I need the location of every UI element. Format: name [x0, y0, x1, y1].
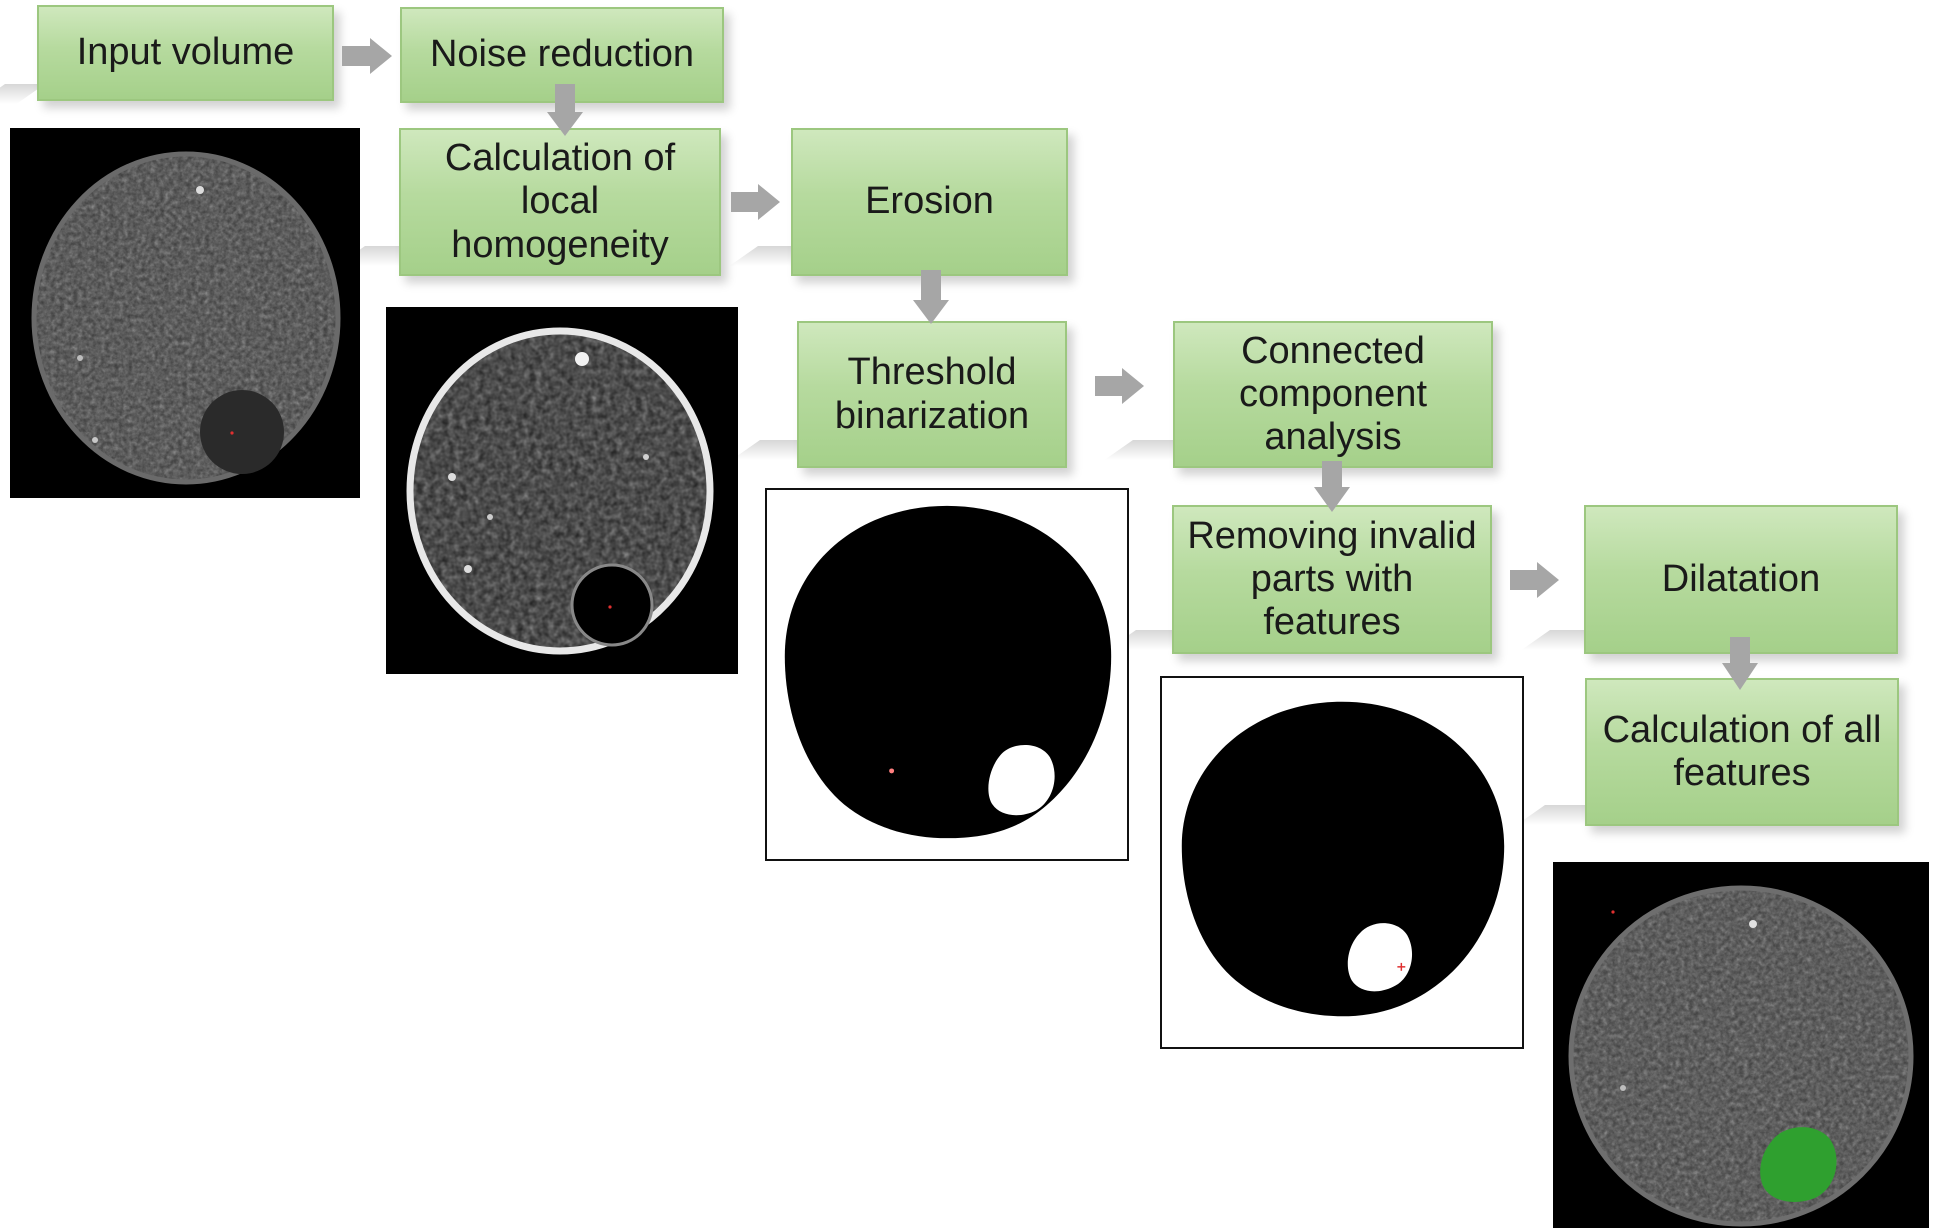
binary-mask-graphic — [784, 505, 1112, 839]
step-label: Calculation of local homogeneity — [444, 137, 676, 266]
step-label: Removing invalid parts with features — [1187, 514, 1477, 644]
step-threshold-binarization: Threshold binarization — [797, 321, 1067, 468]
homogeneity-map-graphic — [406, 327, 714, 655]
arrow-right-icon — [342, 38, 392, 74]
arrow-right-icon — [1095, 368, 1144, 404]
ct-slice-graphic — [31, 151, 341, 485]
img-local-homogeneity — [386, 307, 738, 674]
step-removing-invalid-parts: Removing invalid parts with features — [1172, 505, 1492, 654]
step-label: Threshold binarization — [834, 351, 1030, 437]
step-local-homogeneity: Calculation of local homogeneity — [399, 128, 721, 276]
step-label: Noise reduction — [429, 33, 695, 76]
final-segmentation-graphic — [1568, 885, 1914, 1227]
step-label: Input volume — [76, 31, 295, 74]
step-noise-reduction: Noise reduction — [400, 7, 724, 103]
step-input-volume: Input volume — [37, 5, 334, 101]
img-input-volume — [10, 128, 360, 498]
arrow-down-icon — [913, 270, 949, 324]
img-final-segmentation — [1553, 862, 1929, 1228]
arrow-right-icon — [1510, 562, 1559, 598]
step-label: Calculation of all features — [1602, 708, 1882, 794]
binary-mask-graphic — [1181, 701, 1505, 1017]
step-calculation-of-all-features: Calculation of all features — [1585, 678, 1899, 826]
arrow-right-icon — [731, 184, 780, 220]
img-threshold-binary — [765, 488, 1129, 861]
img-valid-parts-binary — [1160, 676, 1524, 1049]
step-connected-component-analysis: Connected component analysis — [1173, 321, 1493, 468]
step-label: Connected component analysis — [1238, 329, 1427, 459]
step-dilatation: Dilatation — [1584, 505, 1898, 654]
step-erosion: Erosion — [791, 128, 1068, 276]
step-label: Dilatation — [1661, 557, 1821, 600]
step-label: Erosion — [865, 180, 994, 223]
